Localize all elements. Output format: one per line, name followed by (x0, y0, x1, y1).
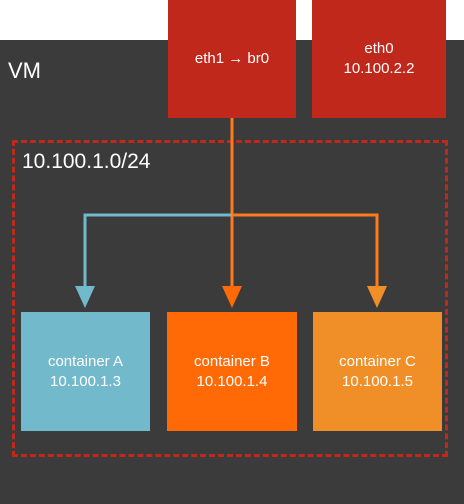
eth1-label: eth1 → br0 (194, 50, 270, 67)
orange-line-to-container-c (232, 213, 387, 308)
container-c: container C 10.100.1.5 (313, 312, 442, 431)
blue-line-to-container-a (75, 213, 232, 308)
container-b-name: container B (194, 352, 270, 370)
container-a: container A 10.100.1.3 (21, 312, 150, 431)
container-a-name: container A (47, 352, 124, 370)
container-a-ip: 10.100.1.3 (50, 372, 121, 390)
container-c-ip: 10.100.1.5 (342, 372, 413, 390)
eth0-box: eth0 10.100.2.2 (312, 0, 446, 118)
eth0-ip: 10.100.2.2 (343, 60, 415, 77)
subnet-label: 10.100.1.0/24 (22, 150, 151, 173)
container-b: container B 10.100.1.4 (167, 312, 297, 431)
subnet-boundary (12, 140, 448, 457)
arrow-to-container-b (222, 286, 242, 308)
eth0-label: eth0 (364, 40, 394, 57)
container-b-ip: 10.100.1.4 (196, 372, 268, 390)
vm-label: VM (8, 58, 41, 83)
container-c-name: container C (339, 352, 416, 370)
eth1-bridge-box: eth1 → br0 (168, 0, 296, 118)
